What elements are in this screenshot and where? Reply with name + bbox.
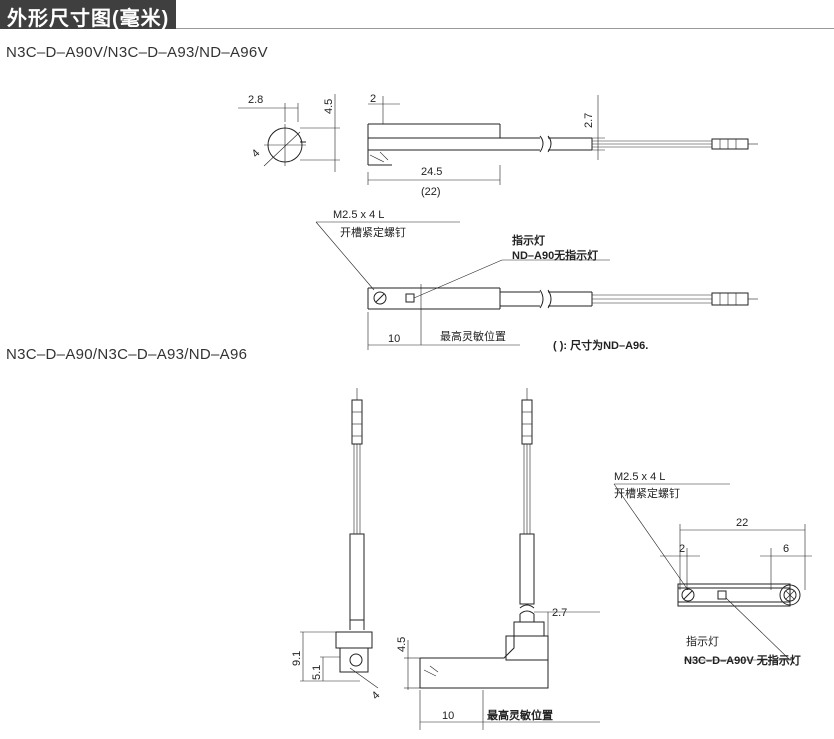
dim-5-1: 5.1 <box>311 665 323 680</box>
model-heading-vertical: N3C–D–A90V/N3C–D–A93/ND–A96V <box>6 44 268 61</box>
plan-view-bottom-right <box>613 483 812 661</box>
dim-2-8: 2.8 <box>248 94 263 106</box>
dim-4-5-bottom: 4.5 <box>396 637 408 652</box>
model-heading-standard: N3C–D–A90/N3C–D–A93/ND–A96 <box>6 346 248 363</box>
screw-spec-label-middle: M2.5 x 4 L <box>333 209 384 221</box>
side-view-top <box>367 95 758 185</box>
header-bar: 外形尺寸图(毫米) <box>0 0 176 30</box>
dimension-note: ( ): 尺寸为ND–A96. <box>553 338 648 352</box>
dim-9-1: 9.1 <box>291 651 303 666</box>
sensitive-position-label-middle: 最高灵敏位置 <box>440 329 506 343</box>
sensitive-position-label-bottom: 最高灵敏位置 <box>487 708 553 722</box>
plan-view-middle <box>315 221 758 350</box>
dim-22-paren: (22) <box>421 186 441 198</box>
dim-2-7-top: 2.7 <box>583 113 595 128</box>
dim-4-5-top: 4.5 <box>323 99 335 114</box>
end-view-top <box>238 94 340 172</box>
screw-name-label-middle: 开槽紧定螺钉 <box>340 225 406 239</box>
dim-10-middle: 10 <box>388 333 400 345</box>
vertical-sensor-right <box>404 388 600 730</box>
dim-2-top: 2 <box>370 93 376 105</box>
header-rule <box>176 28 834 29</box>
dim-2-7-bottom: 2.7 <box>552 607 567 619</box>
page-title: 外形尺寸图(毫米) <box>7 8 170 30</box>
dim-4-top: 4 <box>250 147 263 160</box>
no-indicator-label-middle: ND–A90无指示灯 <box>512 248 598 262</box>
section-header: 外形尺寸图(毫米) <box>0 0 834 30</box>
dim-6: 6 <box>783 543 789 555</box>
indicator-label-middle: 指示灯 <box>512 233 545 247</box>
indicator-label-bottom: 指示灯 <box>686 634 719 648</box>
screw-name-label-bottom: 开槽紧定螺钉 <box>614 486 680 500</box>
screw-spec-label-bottom: M2.5 x 4 L <box>614 471 665 483</box>
dim-24-5: 24.5 <box>421 166 442 178</box>
no-indicator-label-bottom: N3C–D–A90V 无指示灯 <box>684 653 801 667</box>
dim-2-bottom-right: 2 <box>679 543 685 555</box>
vertical-sensor-left <box>300 388 379 689</box>
dim-22: 22 <box>736 517 748 529</box>
dim-10-bottom: 10 <box>442 710 454 722</box>
dim-4-bottom: 4 <box>370 689 383 702</box>
